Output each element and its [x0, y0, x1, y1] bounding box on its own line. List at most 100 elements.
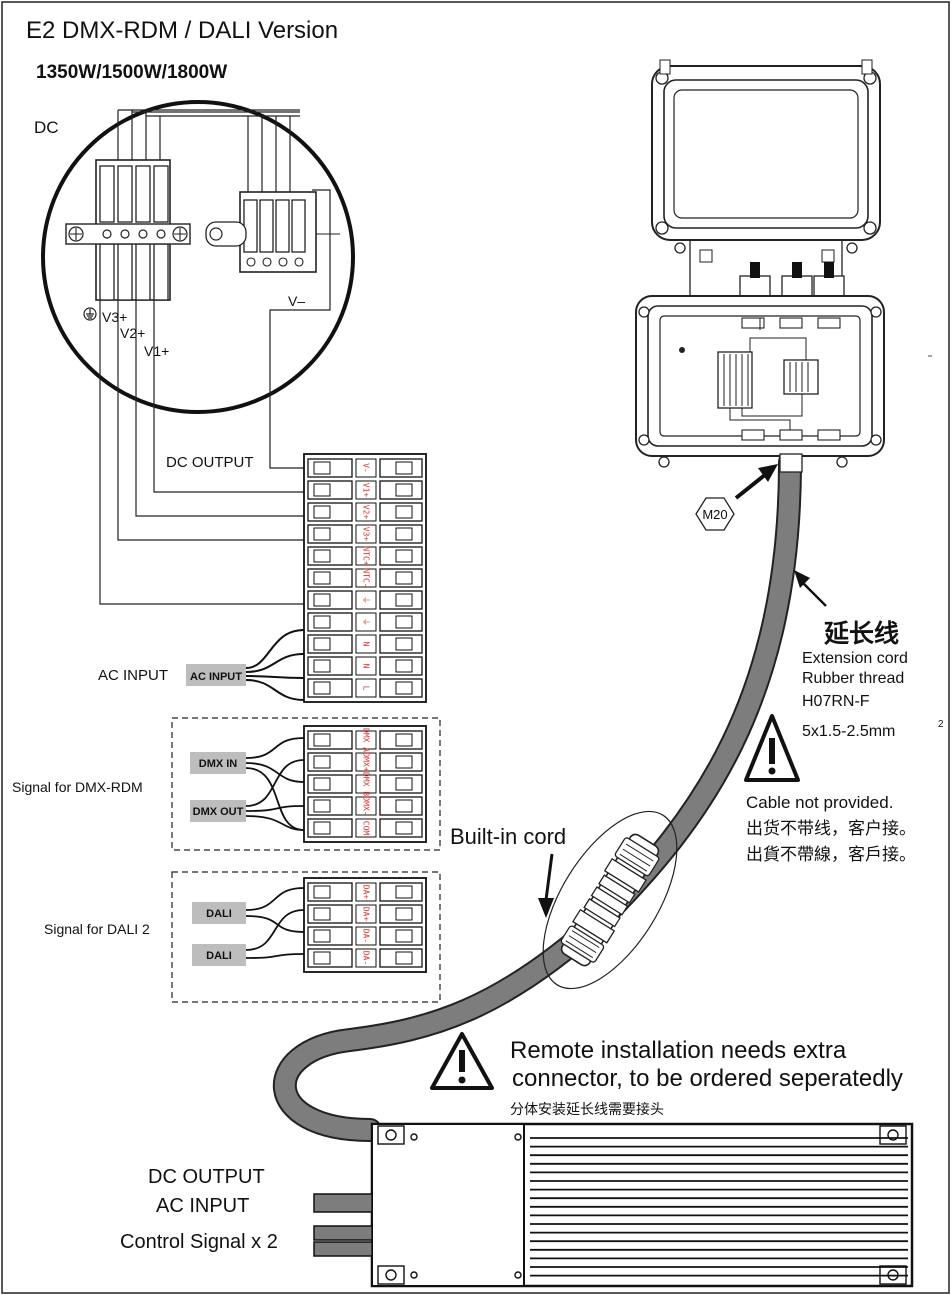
dali-dashed-box	[171, 871, 441, 1003]
cable-spec: 5x1.5-2.5mm	[802, 723, 895, 740]
dc-output-wires	[99, 300, 304, 605]
terminal-row: DA+	[307, 882, 423, 902]
terminal-row: DMX+	[307, 752, 423, 772]
main-terminal-strip: V- V1+ V2+ V3+ NTC+ NTC- ⏚ ⏚ N N L	[303, 453, 427, 703]
dmx-dashed-box	[171, 717, 441, 851]
terminal-row: DA+	[307, 904, 423, 924]
junction-box-lid	[651, 59, 881, 296]
dali-wires	[245, 887, 305, 959]
terminal-pin-label: DA+	[362, 907, 371, 922]
terminal-pin-label: DA+	[362, 885, 371, 900]
dmx-out-label: DMX OUT	[193, 806, 244, 818]
m20-label: M20	[702, 507, 727, 522]
cable-glands-top	[739, 262, 845, 299]
extension-cord-cn: 延长线	[823, 619, 899, 648]
dc-label: DC	[34, 118, 59, 137]
v3-label: V3+	[102, 309, 127, 325]
terminal-row: ⏚	[307, 612, 423, 632]
terminal-pin-label: ⏚	[362, 596, 371, 604]
driver-unit	[370, 1122, 914, 1288]
wago-block-left	[65, 159, 191, 301]
rubber-thread: Rubber thread	[802, 670, 904, 687]
dali-box-2-label: DALI	[206, 950, 232, 962]
ac-input-box	[186, 664, 246, 686]
builtin-cord-arrow	[538, 853, 554, 918]
terminal-pin-label: N	[362, 664, 371, 669]
driver-dc-output: DC OUTPUT	[148, 1166, 265, 1188]
cable-type: H07RN-F	[802, 693, 870, 710]
terminal-row: COM	[307, 818, 423, 838]
terminal-pin-label: NTC-	[362, 568, 371, 587]
dali-box-2	[192, 944, 246, 966]
ac-input-wires	[245, 629, 305, 701]
terminal-row: V-	[307, 458, 423, 478]
page-title: E2 DMX-RDM / DALI Version	[26, 17, 338, 44]
terminal-pin-label: DA-	[362, 929, 371, 943]
dali-terminal-strip: DA+ DA+ DA- DA-	[303, 877, 427, 973]
dmx-side-label: Signal for DMX-RDM	[12, 779, 143, 795]
dmx-out-box	[190, 800, 246, 822]
detail-circle: DC	[34, 100, 355, 430]
terminal-pin-label: DMX-	[362, 796, 371, 815]
power-ratings: 1350W/1500W/1800W	[36, 62, 227, 83]
terminal-pin-label: L	[362, 686, 371, 691]
terminal-pin-label: ⏚	[362, 618, 371, 626]
terminal-pin-label: DMX+	[362, 752, 371, 771]
v2-label: V2+	[120, 325, 145, 341]
driver-control-signal: Control Signal x 2	[120, 1231, 278, 1253]
driver-ac-input: AC INPUT	[156, 1195, 249, 1217]
terminal-row: ⏚	[307, 590, 423, 610]
terminal-row: L	[307, 678, 423, 698]
m20-badge: M20	[695, 464, 778, 531]
wago-block-right	[205, 191, 340, 273]
dali-box-1	[192, 902, 246, 924]
cable-note-traditional: 出貨不帶線，客戶接。	[746, 845, 916, 865]
terminal-pin-label: V-	[362, 463, 371, 473]
warning-icon	[744, 714, 800, 782]
cable-spec-sup: 2	[938, 719, 944, 730]
ac-input-box-label: AC INPUT	[190, 671, 242, 683]
v1-label: V1+	[144, 343, 169, 359]
inline-connector	[542, 810, 678, 990]
ac-input-side-label: AC INPUT	[98, 667, 168, 684]
driver-cables	[313, 1193, 373, 1257]
remote-line-2: connector, to be ordered seperatedly	[512, 1065, 903, 1092]
terminal-row: NTC-	[307, 568, 423, 588]
extension-arrow	[794, 570, 827, 607]
terminal-row: V3+	[307, 524, 423, 544]
dali-box-1-label: DALI	[206, 908, 232, 920]
terminal-row: DA-	[307, 948, 423, 968]
junction-box-base	[635, 295, 885, 468]
terminal-pin-label: DA-	[362, 951, 371, 965]
terminal-row: V1+	[307, 480, 423, 500]
dc-output-label: DC OUTPUT	[166, 454, 254, 471]
terminal-pin-label: V2+	[362, 505, 371, 520]
terminal-row: DMX-	[307, 796, 423, 816]
extension-cable	[272, 450, 802, 1142]
terminal-row: NTC+	[307, 546, 423, 566]
bottom-gland	[779, 453, 803, 473]
terminal-pin-label: DMX A	[362, 728, 371, 752]
terminal-row: N	[307, 634, 423, 654]
extension-cord-en: Extension cord	[802, 650, 908, 667]
cable-not-provided: Cable not provided.	[746, 793, 893, 812]
dmx-in-box	[190, 752, 246, 774]
builtin-cord-label: Built-in cord	[450, 824, 566, 849]
terminal-pin-label: V1+	[362, 483, 371, 498]
terminal-row: N	[307, 656, 423, 676]
terminal-pin-label: V3+	[362, 527, 371, 542]
terminal-row: DA-	[307, 926, 423, 946]
cable-note-simplified: 出货不带线，客户接。	[746, 819, 916, 839]
terminal-row: DMX B	[307, 772, 423, 796]
terminal-row: V2+	[307, 502, 423, 522]
warning-icon	[430, 1032, 494, 1090]
ground-icon	[83, 307, 97, 321]
dmx-in-label: DMX IN	[199, 758, 238, 770]
dali-side-label: Signal for DALI 2	[44, 921, 150, 937]
terminal-pin-label: NTC+	[362, 546, 371, 565]
terminal-pin-label: COM	[362, 821, 371, 836]
dmx-wires	[245, 737, 305, 831]
